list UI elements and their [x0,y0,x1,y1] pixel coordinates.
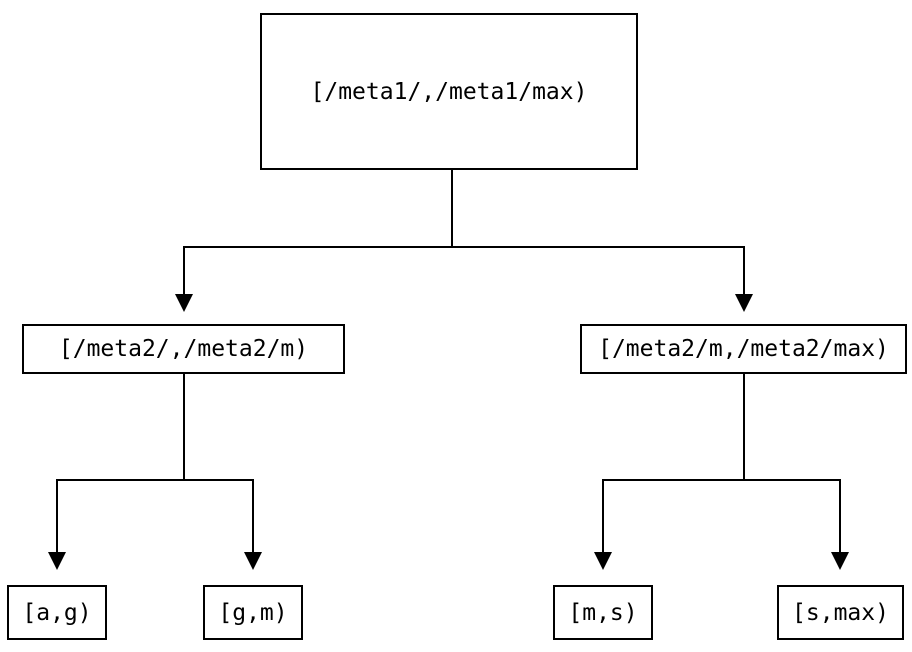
tree-leaf-ag: [a,g) [7,585,107,640]
tree-node-meta2-high: [/meta2/m,/meta2/max) [580,324,907,374]
tree-leaf-gm: [g,m) [203,585,303,640]
tree-leaf-smax-label: [s,max) [792,599,889,626]
arrowhead-icon [48,552,66,570]
tree-leaf-ms-label: [m,s) [568,599,638,626]
tree-leaf-ms: [m,s) [553,585,653,640]
tree-leaf-gm-label: [g,m) [218,599,288,626]
tree-leaf-smax: [s,max) [777,585,904,640]
tree-leaf-ag-label: [a,g) [22,599,92,626]
tree-node-meta2-low-label: [/meta2/,/meta2/m) [58,336,309,362]
arrowhead-icon [594,552,612,570]
tree-node-meta2-low: [/meta2/,/meta2/m) [22,324,345,374]
arrowhead-icon [175,294,193,312]
arrowhead-icon [735,294,753,312]
tree-node-root-label: [/meta1/,/meta1/max) [310,78,588,105]
arrowhead-icon [831,552,849,570]
arrowhead-icon [244,552,262,570]
tree-node-root: [/meta1/,/meta1/max) [260,13,638,170]
tree-node-meta2-high-label: [/meta2/m,/meta2/max) [598,336,889,362]
